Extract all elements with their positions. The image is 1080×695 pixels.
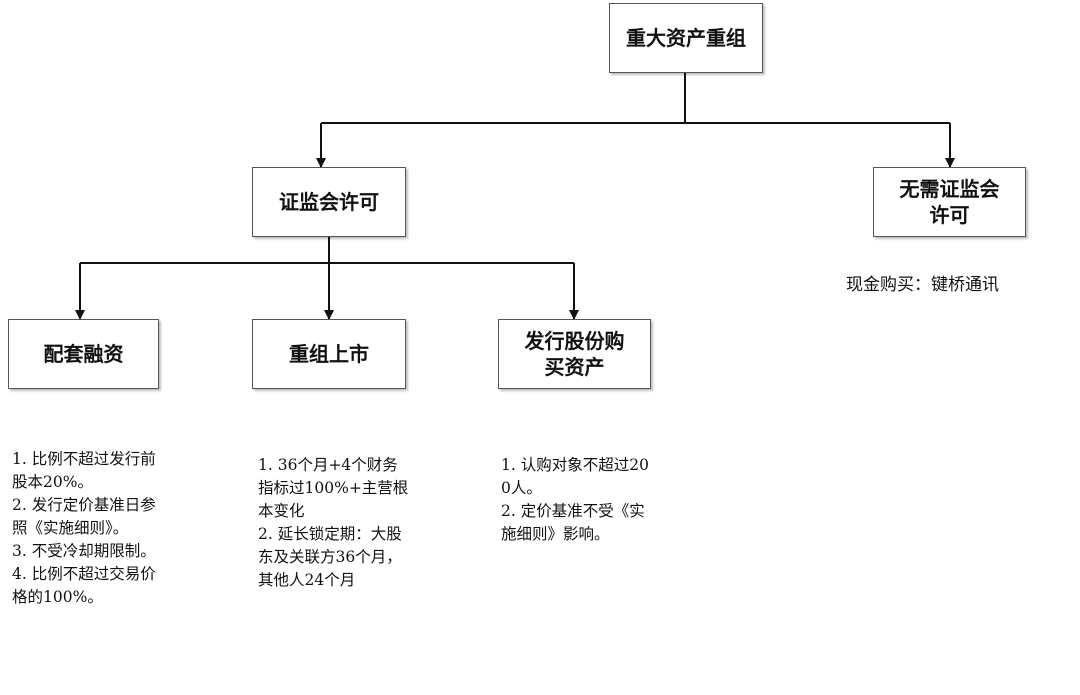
root-label: 重大资产重组 bbox=[626, 26, 746, 50]
child-node-2: 重组上市 bbox=[252, 319, 406, 389]
no-csrc-note: 现金购买：键桥通讯 bbox=[846, 275, 999, 295]
note-item: 1. 认购对象不超过200人。 bbox=[501, 456, 649, 497]
child-notes-3: 1. 认购对象不超过200人。 2. 定价基准不受《实施细则》影响。 bbox=[501, 454, 653, 546]
no-csrc-node: 无需证监会 许可 bbox=[873, 167, 1026, 237]
csrc-label: 证监会许可 bbox=[279, 190, 379, 214]
child-notes-2: 1. 36个月+4个财务指标过100%+主营根本变化 2. 延长锁定期：大股东及… bbox=[258, 454, 410, 592]
child-node-3: 发行股份购 买资产 bbox=[498, 319, 651, 389]
csrc-node: 证监会许可 bbox=[252, 167, 406, 237]
note-item: 1. 比例不超过发行前股本20%。 bbox=[12, 450, 156, 491]
note-item: 1. 36个月+4个财务指标过100%+主营根本变化 bbox=[258, 456, 409, 520]
child-node-1: 配套融资 bbox=[8, 319, 159, 389]
note-item: 3. 不受冷却期限制。 bbox=[12, 542, 156, 560]
child-label-3: 发行股份购 买资产 bbox=[524, 329, 625, 379]
no-csrc-label: 无需证监会 许可 bbox=[899, 177, 1000, 227]
child-notes-1: 1. 比例不超过发行前股本20%。 2. 发行定价基准日参照《实施细则》。 3.… bbox=[12, 448, 164, 609]
note-item: 2. 延长锁定期：大股东及关联方36个月，其他人24个月 bbox=[258, 525, 402, 589]
child-label-2: 重组上市 bbox=[289, 342, 369, 366]
note-item: 2. 定价基准不受《实施细则》影响。 bbox=[501, 502, 645, 543]
root-node: 重大资产重组 bbox=[609, 3, 763, 73]
note-item: 2. 发行定价基准日参照《实施细则》。 bbox=[12, 496, 156, 537]
child-label-1: 配套融资 bbox=[43, 342, 124, 366]
note-item: 4. 比例不超过交易价格的100%。 bbox=[12, 565, 156, 606]
